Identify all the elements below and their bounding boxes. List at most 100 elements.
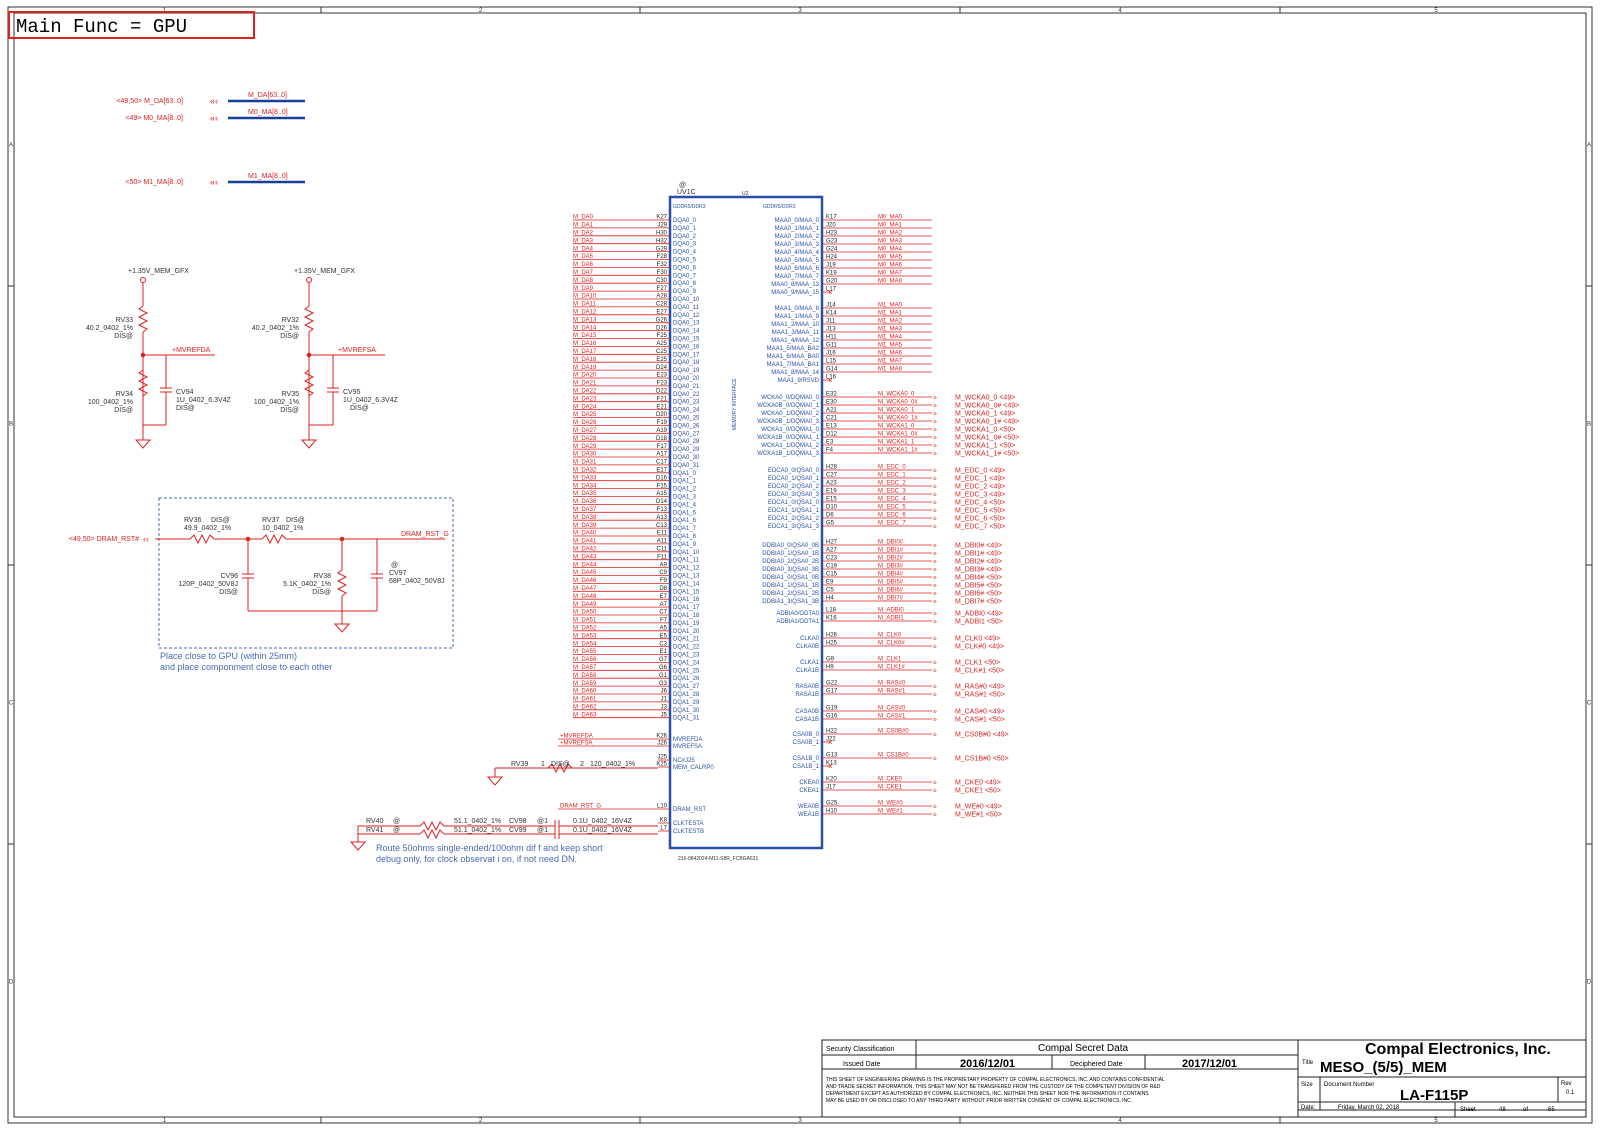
net-label: M_CLK0# <box>878 641 905 647</box>
svg-text:CV99: CV99 <box>509 827 527 834</box>
port-arrow-icon: » <box>933 411 937 418</box>
pin-label: DQA0_12 <box>673 313 700 319</box>
svg-text:CV97: CV97 <box>389 570 407 577</box>
ball-label: A9 <box>660 562 668 568</box>
net-label: M_DA54 <box>573 641 597 647</box>
ball-label: A7 <box>660 602 668 608</box>
port-label: M_CLK0 <49> <box>955 636 1000 643</box>
chip-body <box>668 195 824 850</box>
port-arrow-icon: » <box>933 559 937 566</box>
ball-label: F28 <box>657 254 668 260</box>
pin-label: DQA1_8 <box>673 534 697 540</box>
svg-text:@: @ <box>679 182 686 189</box>
resistor-rv41 <box>419 828 445 840</box>
pin-label: ADBIA1/ODTA1 <box>776 619 819 625</box>
pin-label: DQA0_23 <box>673 400 700 406</box>
net-label: M_DA17 <box>573 349 597 355</box>
net-label: M_DA26 <box>573 420 597 426</box>
net-label: M_DA4 <box>573 246 594 252</box>
pin-label: DQA0_7 <box>673 273 697 279</box>
pin-label: DQA0_14 <box>673 329 700 335</box>
pin-label: EDCA1_0/QSA1_0 <box>768 500 820 506</box>
pin-label: DQA1_9 <box>673 542 697 548</box>
ball-label: D18 <box>656 436 668 442</box>
ground-icon <box>349 841 367 851</box>
ball-label: L7 <box>660 826 667 832</box>
net-label: DRAM_RST_G <box>560 804 601 810</box>
port-label: M_ADBI0 <49> <box>955 611 1003 618</box>
svg-text:DIS@: DIS@ <box>176 405 195 412</box>
net-label: M_DA31 <box>573 460 597 466</box>
ball-label: D12 <box>826 432 838 438</box>
net-label: M1_MA6 <box>878 351 903 357</box>
pin-label: DDBIA0_2/QSA0_2B <box>762 559 819 565</box>
net-label: M_CAS#0 <box>878 706 906 712</box>
net-label: M_DBI6# <box>878 588 904 594</box>
net-label: M_DA34 <box>573 483 597 489</box>
svg-text:DIS@: DIS@ <box>551 761 570 768</box>
pin-label: CKEA1 <box>799 788 819 794</box>
ball-label: L17 <box>826 287 837 293</box>
pin-label: DQA1_7 <box>673 526 697 532</box>
svg-text:DIS@: DIS@ <box>280 333 299 340</box>
port-arrow-icon: » <box>933 583 937 590</box>
resistor-rv34 <box>137 369 149 397</box>
net-label: M_DA61 <box>573 697 597 703</box>
ball-label: E17 <box>656 468 667 474</box>
svg-text:RV36: RV36 <box>184 517 201 524</box>
pin-label: DQA1_24 <box>673 660 700 666</box>
net-label: M_DA59 <box>573 681 597 687</box>
port-arrow-icon: » <box>933 717 937 724</box>
net-label: M_DA13 <box>573 317 597 323</box>
ball-label: E21 <box>656 404 667 410</box>
ball-label: D14 <box>656 499 668 505</box>
pin-label: DQA1_13 <box>673 574 700 580</box>
pin-label: MAA0_7/MAA_7 <box>775 274 820 280</box>
placement-note: Place close to GPU (within 25mm) <box>160 651 297 661</box>
pin-label: CSA1B_0 <box>793 756 820 762</box>
svg-text:@: @ <box>391 562 398 569</box>
pin-label: DQA0_10 <box>673 297 700 303</box>
net-label: M_EDC_7 <box>878 521 906 527</box>
svg-text:CV98: CV98 <box>509 818 527 825</box>
ball-label: G26 <box>656 317 668 323</box>
svg-text:DIS@: DIS@ <box>280 407 299 414</box>
net-label: M_DA21 <box>573 381 597 387</box>
port-label: M_EDC_7 <50> <box>955 524 1005 531</box>
pin-label: DQA0_9 <box>673 289 697 295</box>
port-arrow-icon: » <box>933 636 937 643</box>
svg-text:UV1C: UV1C <box>677 189 696 196</box>
net-label: M0_MA7 <box>878 271 903 277</box>
svg-text:2016/12/01: 2016/12/01 <box>960 1058 1015 1070</box>
ball-label: E30 <box>826 400 837 406</box>
zone-row-label: B <box>9 422 13 428</box>
port-arrow-icon: » <box>933 732 937 739</box>
svg-text:RV38: RV38 <box>314 573 331 580</box>
pin-label: DQA1_0 <box>673 471 697 477</box>
net-label: M_EDC_5 <box>878 505 906 511</box>
svg-text:+MVREFSA: +MVREFSA <box>338 347 376 354</box>
port-label: M_CLK#0 <49> <box>955 644 1004 651</box>
ball-label: G6 <box>659 665 668 671</box>
pin-label: DQA1_29 <box>673 700 700 706</box>
ball-label: J22 <box>826 737 836 743</box>
pin-label: DQA1_1 <box>673 479 697 485</box>
net-label: M_DA2 <box>573 231 594 237</box>
port-arrow-icon: » <box>933 524 937 531</box>
svg-text:Security Classification: Security Classification <box>826 1046 895 1053</box>
pin-label: MAA0_4/MAA_4 <box>775 250 820 256</box>
ball-label: H22 <box>826 729 838 735</box>
resistor-rv36 <box>189 533 215 545</box>
port-arrow-icon: » <box>933 644 937 651</box>
pin-label: MAA0_5/MAA_5 <box>775 258 820 264</box>
pin-label: DQA0_26 <box>673 423 700 429</box>
zone-col-label: 4 <box>1118 1118 1122 1124</box>
ball-label: F27 <box>657 286 668 292</box>
port-label: M_ADBI1 <50> <box>955 619 1003 626</box>
ball-label: G3 <box>659 681 668 687</box>
ball-label: G29 <box>656 246 668 252</box>
port-arrow-icon: » <box>933 516 937 523</box>
ball-label: J20 <box>826 223 836 229</box>
port-label: M_CS1B#0 <50> <box>955 756 1009 763</box>
